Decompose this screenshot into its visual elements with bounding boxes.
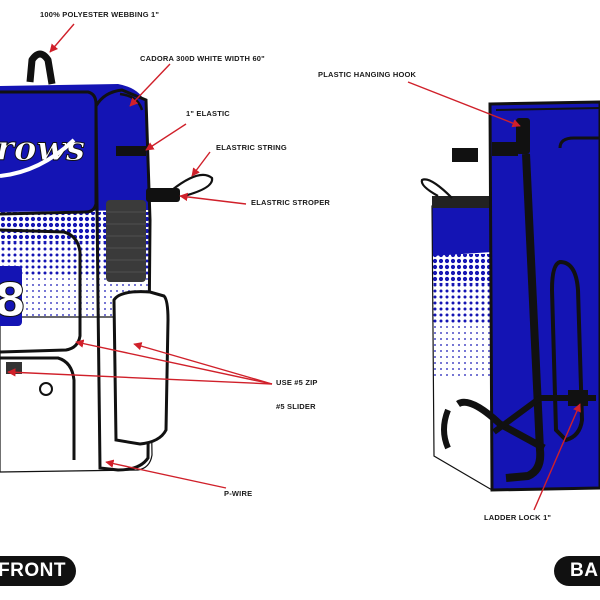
top-flap xyxy=(0,90,98,216)
front-pocket xyxy=(0,228,82,354)
side-zip-pocket xyxy=(112,290,170,446)
callout-ladder: LADDER LOCK 1" xyxy=(484,513,552,522)
front-body-top xyxy=(0,84,150,212)
callout-slider: #5 SLIDER xyxy=(276,402,316,411)
callout-zip: USE #5 ZIP xyxy=(276,378,318,387)
callout-cadora: CADORA 300D WHITE WIDTH 60" xyxy=(140,54,265,63)
elastic-strap xyxy=(116,146,146,156)
cord-stopper xyxy=(146,188,180,202)
back-panel xyxy=(488,100,600,492)
callout-elastric-string: ELASTRIC STRING xyxy=(216,143,287,152)
carry-handle xyxy=(26,50,56,85)
callout-elastric-stroper: ELASTRIC STROPER xyxy=(251,198,331,207)
callout-hook: PLASTIC HANGING HOOK xyxy=(318,70,417,79)
callout-elastic: 1" ELASTIC xyxy=(186,109,230,118)
front-view: rows 8 xyxy=(0,50,214,473)
callout-pwire: P-WIRE xyxy=(224,489,253,498)
side-panel xyxy=(94,88,152,472)
shoulder-strap-pad xyxy=(549,259,585,443)
callout-webbing: 100% POLYESTER WEBBING 1" xyxy=(40,10,160,19)
mesh-pocket xyxy=(106,200,146,282)
ladder-lock xyxy=(568,390,588,406)
hanging-hook xyxy=(516,118,530,154)
bottom-compartment xyxy=(0,356,76,460)
shoulder-strap xyxy=(505,153,545,482)
player-number: 8 xyxy=(0,273,26,327)
back-view-label: BA xyxy=(554,556,600,586)
callout-arrows xyxy=(7,23,581,511)
vent-hole xyxy=(39,382,53,396)
front-view-label: FRONT xyxy=(0,556,76,586)
back-view xyxy=(420,100,600,492)
